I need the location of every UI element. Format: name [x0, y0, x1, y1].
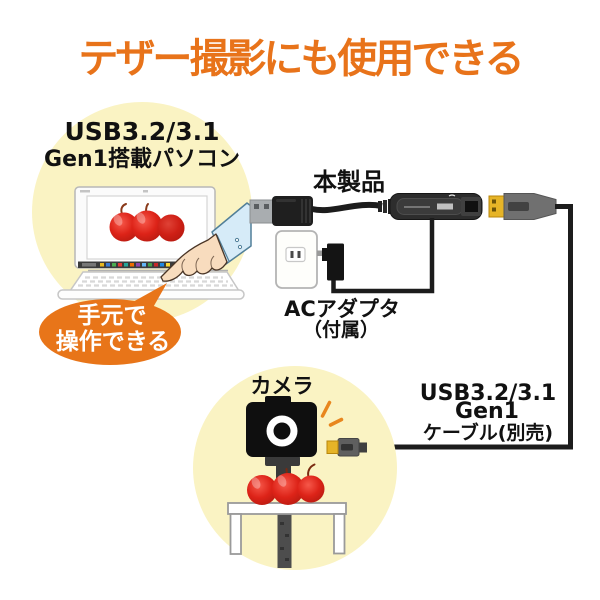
screen-apples-image: [109, 203, 185, 242]
ac-adapter-label-line1: ACアダプタ: [284, 297, 400, 321]
usb-a-connector-icon: [249, 196, 313, 226]
pc-scene: USB3.2/3.1 Gen1搭載パソコン: [32, 102, 252, 365]
speech-bubble-body: [39, 299, 181, 365]
laptop-icon: [57, 186, 245, 300]
camera-scene: カメラ: [193, 366, 397, 570]
repeater-print-text: [404, 206, 430, 208]
page-title: テザー撮影にも使用できる: [78, 36, 521, 82]
apple-icon: [247, 475, 277, 505]
speech-bubble: 手元で 操作できる: [39, 283, 181, 365]
usb-a-gold-connector-icon: [488, 193, 557, 220]
cuff-button: [234, 237, 240, 243]
bubble-text-line1: 手元で: [78, 303, 147, 329]
camera-label: カメラ: [251, 374, 314, 398]
usb-cable-label-line1: USB3.2/3.1: [420, 381, 556, 406]
ac-adapter-icon: [317, 243, 344, 281]
pc-label-line2: Gen1搭載パソコン: [44, 146, 240, 172]
table-icon: [227, 502, 347, 555]
menu-bar-dot: [143, 190, 148, 193]
repeater-unit-icon: [378, 193, 483, 220]
apple-icon: [157, 214, 185, 242]
power-cord: [331, 218, 435, 294]
ac-adapter-label-line2: （付属）: [303, 318, 379, 341]
wall-outlet-icon: [275, 230, 318, 289]
usb-cable-label-line3: ケーブル(別売): [423, 421, 553, 444]
dock-bar: [78, 261, 212, 268]
table-apples: [247, 463, 325, 505]
pc-label-line1: USB3.2/3.1: [64, 117, 219, 146]
apple-icon: [109, 212, 139, 242]
bubble-text-line2: 操作できる: [56, 329, 171, 355]
apple-icon: [131, 210, 163, 242]
usb-cable-label-line2: Gen1: [455, 399, 519, 424]
camera-scene-background-circle: [193, 366, 397, 570]
apple-icon: [297, 475, 325, 503]
product-label: 本製品: [313, 168, 385, 196]
product-cable-wire: [311, 201, 383, 214]
usb-cable-wire: [366, 204, 573, 450]
product-cable: 本製品: [249, 168, 573, 450]
camera-icon: [246, 396, 317, 457]
ac-adapter-scene: ACアダプタ （付属）: [275, 218, 435, 341]
micro-usb-connector-icon: [326, 438, 367, 457]
hand-shape: [160, 233, 228, 282]
flash-icon: [320, 400, 344, 427]
apple-icon: [272, 473, 304, 505]
pointing-hand-icon: [160, 202, 252, 282]
repeater-print-logo: [437, 203, 453, 210]
menu-bar-mark: [80, 190, 90, 193]
usb-cable-label: USB3.2/3.1 Gen1 ケーブル(別売): [420, 381, 556, 444]
cuff-button: [237, 244, 243, 250]
